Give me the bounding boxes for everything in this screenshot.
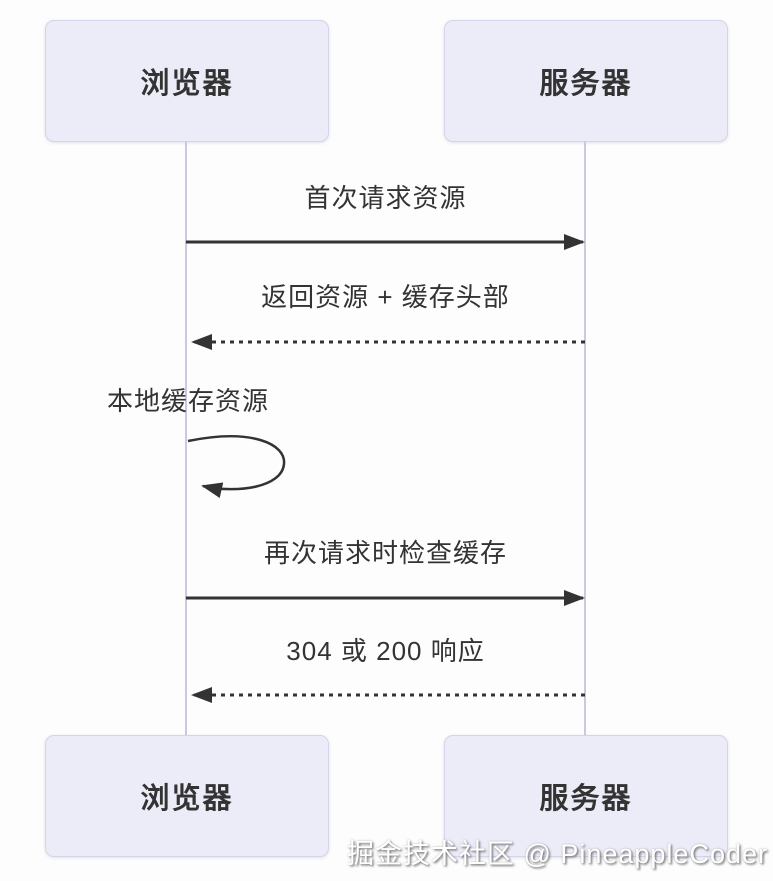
actor-browser-top-label: 浏览器	[140, 68, 234, 100]
actor-box-browser-top: 浏览器	[45, 20, 329, 142]
actor-box-browser-bottom: 浏览器	[45, 735, 329, 857]
actor-box-server-top: 服务器	[444, 20, 728, 142]
message-label-return-resource: 返回资源 + 缓存头部	[261, 282, 510, 312]
watermark-text: 掘金技术社区 @ PineappleCoder	[346, 839, 768, 869]
lifeline-browser	[185, 141, 187, 735]
lifeline-server	[584, 141, 586, 735]
actor-box-server-bottom: 服务器	[444, 735, 728, 857]
arrow-self-cache-loop	[187, 435, 286, 499]
message-label-first-request: 首次请求资源	[304, 183, 467, 213]
message-label-local-cache: 本地缓存资源	[106, 386, 269, 416]
message-label-response-304-200: 304 或 200 响应	[286, 636, 485, 666]
actor-server-bottom-label: 服务器	[539, 783, 633, 815]
message-label-recheck-request: 再次请求时检查缓存	[263, 538, 507, 568]
actor-browser-bottom-label: 浏览器	[140, 783, 234, 815]
actor-server-top-label: 服务器	[539, 68, 633, 100]
